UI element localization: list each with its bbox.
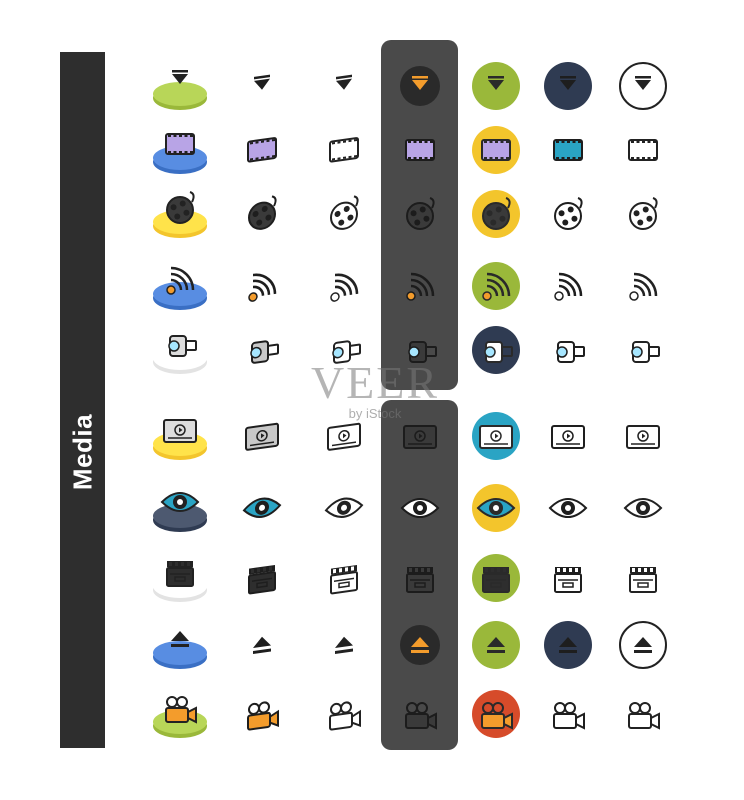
signal-broadcast-flat-circle-icon [466, 256, 526, 316]
video-camera-flat-dark-panel-icon [390, 320, 450, 380]
video-camera-isometric-outline-icon [314, 320, 374, 380]
movie-camera-isometric-outline-color-icon [232, 684, 292, 744]
movie-camera-outline-icon [613, 684, 673, 744]
eye-flat-dark-panel-icon [390, 478, 450, 538]
download-arrow-flat-circle-icon [466, 56, 526, 116]
movie-camera-color-outline-icon [538, 684, 598, 744]
film-frame-flat-circle-icon [466, 120, 526, 180]
eye-outline-icon [613, 478, 673, 538]
film-reel-isometric-outline-color-icon [232, 184, 292, 244]
film-frame-isometric-outline-color-icon [232, 120, 292, 180]
clapperboard-isometric-outline-color-icon [232, 548, 292, 608]
clapperboard-color-outline-icon [538, 548, 598, 608]
clapperboard-isometric-color-icon [150, 548, 210, 608]
movie-camera-flat-circle-icon [466, 684, 526, 744]
eject-color-outline-icon [538, 615, 598, 675]
movie-camera-isometric-outline-icon [314, 684, 374, 744]
signal-broadcast-color-outline-icon [538, 256, 598, 316]
video-camera-isometric-outline-color-icon [232, 320, 292, 380]
download-arrow-isometric-color-icon [150, 56, 210, 116]
video-player-color-outline-icon [538, 406, 598, 466]
video-player-isometric-outline-color-icon [232, 406, 292, 466]
category-title: Media [67, 413, 97, 491]
clapperboard-flat-dark-panel-icon [390, 548, 450, 608]
clapperboard-isometric-outline-icon [314, 548, 374, 608]
film-reel-isometric-outline-icon [314, 184, 374, 244]
eject-flat-circle-icon [466, 615, 526, 675]
eject-flat-dark-panel-icon [390, 615, 450, 675]
film-reel-isometric-color-icon [150, 184, 210, 244]
eye-color-outline-icon [538, 478, 598, 538]
video-camera-isometric-color-icon [150, 320, 210, 380]
eject-isometric-outline-color-icon [232, 615, 292, 675]
download-arrow-outline-icon [613, 56, 673, 116]
movie-camera-flat-dark-panel-icon [390, 684, 450, 744]
signal-broadcast-isometric-outline-color-icon [232, 256, 292, 316]
video-player-outline-icon [613, 406, 673, 466]
eject-isometric-color-icon [150, 615, 210, 675]
video-camera-outline-icon [613, 320, 673, 380]
download-arrow-color-outline-icon [538, 56, 598, 116]
download-arrow-flat-dark-panel-icon [390, 56, 450, 116]
film-reel-outline-icon [613, 184, 673, 244]
eject-outline-icon [613, 615, 673, 675]
video-player-flat-circle-icon [466, 406, 526, 466]
film-frame-flat-dark-panel-icon [390, 120, 450, 180]
film-frame-color-outline-icon [538, 120, 598, 180]
eye-isometric-outline-icon [314, 478, 374, 538]
film-reel-flat-dark-panel-icon [390, 184, 450, 244]
video-player-isometric-color-icon [150, 406, 210, 466]
eye-isometric-outline-color-icon [232, 478, 292, 538]
signal-broadcast-isometric-color-icon [150, 256, 210, 316]
category-sidebar: Media [60, 52, 105, 748]
film-reel-flat-circle-icon [466, 184, 526, 244]
film-frame-isometric-outline-icon [314, 120, 374, 180]
eject-isometric-outline-icon [314, 615, 374, 675]
clapperboard-outline-icon [613, 548, 673, 608]
eye-flat-circle-icon [466, 478, 526, 538]
movie-camera-isometric-color-icon [150, 684, 210, 744]
eye-isometric-color-icon [150, 478, 210, 538]
film-frame-isometric-color-icon [150, 120, 210, 180]
download-arrow-isometric-outline-icon [314, 56, 374, 116]
video-player-flat-dark-panel-icon [390, 406, 450, 466]
video-camera-color-outline-icon [538, 320, 598, 380]
signal-broadcast-outline-icon [613, 256, 673, 316]
signal-broadcast-flat-dark-panel-icon [390, 256, 450, 316]
film-reel-color-outline-icon [538, 184, 598, 244]
video-player-isometric-outline-icon [314, 406, 374, 466]
signal-broadcast-isometric-outline-icon [314, 256, 374, 316]
video-camera-flat-circle-icon [466, 320, 526, 380]
download-arrow-isometric-outline-color-icon [232, 56, 292, 116]
film-frame-outline-icon [613, 120, 673, 180]
clapperboard-flat-circle-icon [466, 548, 526, 608]
